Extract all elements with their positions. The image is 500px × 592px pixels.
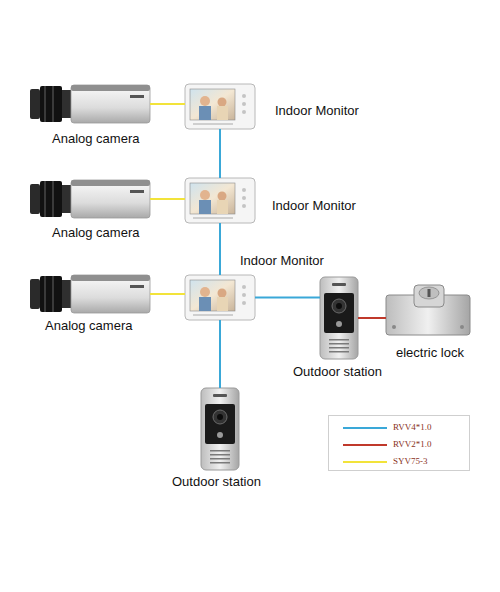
monitor-picture (185, 275, 255, 320)
camera-picture (30, 180, 150, 218)
monitor-node: Indoor Monitor (185, 178, 255, 223)
cable-line (150, 198, 185, 200)
outdoor-station-picture (320, 277, 358, 359)
monitor-node: Indoor Monitor (185, 84, 255, 129)
cable-line (150, 103, 185, 105)
cable-line (255, 297, 320, 299)
legend-text: RVV2*1.0 (393, 439, 432, 450)
device-label: Analog camera (52, 225, 139, 240)
camera-picture (30, 275, 150, 313)
cable-line (358, 317, 386, 319)
monitor-picture (185, 178, 255, 223)
lock-picture (386, 285, 470, 335)
outdoor-station-node: Outdoor station (201, 388, 239, 470)
legend-text: RVV4*1.0 (393, 422, 432, 433)
monitor-picture (185, 84, 255, 129)
device-label: Indoor Monitor (240, 253, 324, 268)
cable-line (219, 129, 221, 178)
legend-text: SYV75-3 (393, 456, 428, 467)
device-label: Indoor Monitor (272, 198, 356, 213)
device-label: Analog camera (52, 131, 139, 146)
camera-picture (30, 85, 150, 123)
legend-box: RVV4*1.0RVV2*1.0SYV75-3 (328, 415, 470, 471)
cable-line (150, 293, 185, 295)
cable-line (219, 223, 221, 275)
device-label: electric lock (396, 345, 464, 360)
lock-node: electric lock (386, 283, 470, 335)
camera-node: Analog camera (30, 275, 150, 313)
monitor-node: Indoor Monitor (185, 275, 255, 320)
outdoor-station-picture (201, 388, 239, 470)
device-label: Analog camera (45, 318, 132, 333)
device-label: Outdoor station (293, 364, 382, 379)
camera-node: Analog camera (30, 85, 150, 123)
legend-swatch (343, 427, 387, 429)
device-label: Indoor Monitor (275, 103, 359, 118)
outdoor-station-node: Outdoor station (320, 277, 358, 359)
legend-swatch (343, 461, 387, 463)
camera-node: Analog camera (30, 180, 150, 218)
cable-line (219, 320, 221, 388)
device-label: Outdoor station (172, 474, 261, 489)
legend-swatch (343, 444, 387, 446)
